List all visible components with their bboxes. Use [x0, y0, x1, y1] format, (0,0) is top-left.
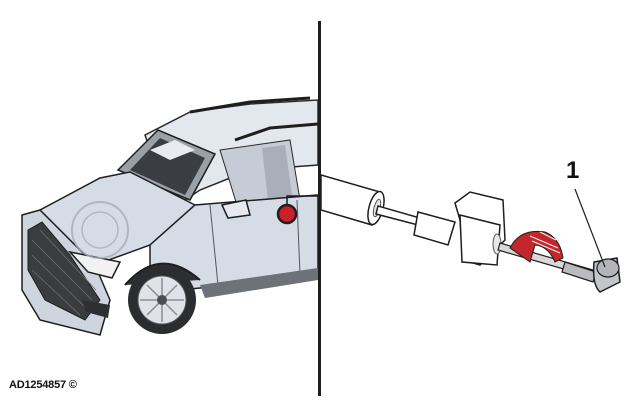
car-illustration-panel [21, 96, 319, 336]
document-id-label: AD1254857 © [9, 379, 77, 391]
panel-divider [318, 21, 321, 396]
car-illustration [21, 96, 319, 336]
callout-number-1: 1 [566, 157, 580, 184]
highlight-marker-icon [276, 203, 298, 225]
tool-illustration [321, 174, 621, 293]
tool-illustration-panel [321, 0, 630, 420]
